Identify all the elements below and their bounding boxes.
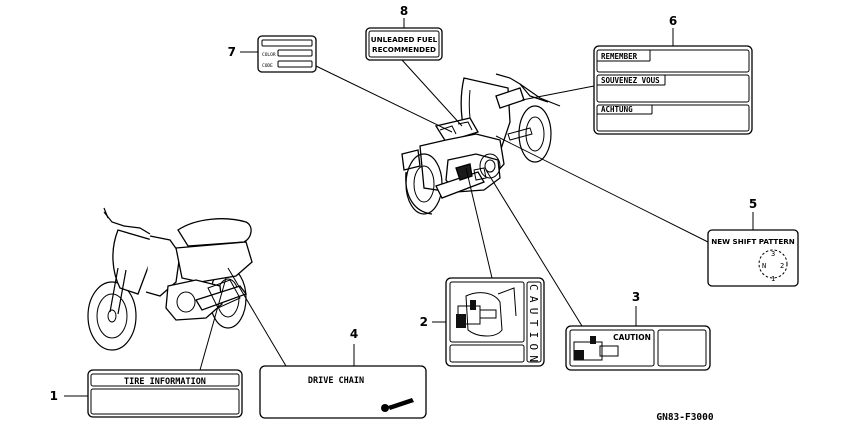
shift-pattern-icon: N 1 2 3 (758, 249, 788, 283)
achtung-text: ACHTUNG (601, 105, 633, 114)
fuel-valve-icon (456, 287, 517, 337)
unleaded-fuel-text: UNLEADED FUEL (371, 35, 438, 44)
new-shift-pattern-text: NEW SHIFT PATTERN (711, 237, 795, 246)
callout-number-6: 6 (669, 14, 677, 28)
fuel-valve-icon (573, 336, 619, 361)
label-tire-information[interactable]: TIRE INFORMATION (87, 369, 243, 418)
motorcycle-left-drawing (87, 207, 253, 351)
label-remember-multilingual[interactable]: REMEMBER SOUVENEZ VOUS ACHTUNG (593, 45, 753, 135)
leader-lines (199, 59, 709, 371)
label-caution-vertical[interactable]: CAUTION (445, 277, 545, 367)
recommended-text: RECOMMENDED (372, 45, 436, 54)
svg-text:2: 2 (780, 262, 784, 270)
code-text: CODE (262, 63, 273, 69)
motorcycle-center-drawing (401, 73, 561, 215)
label-caution-horizontal[interactable]: CAUTION (565, 325, 711, 371)
callout-number-3: 3 (632, 290, 640, 304)
callout-number-7: 7 (228, 45, 236, 59)
caution-horizontal-text: CAUTION (613, 333, 651, 342)
souvenez-vous-text: SOUVENEZ VOUS (601, 76, 660, 85)
callout-number-8: 8 (400, 4, 408, 18)
label-unleaded-fuel[interactable]: UNLEADED FUEL RECOMMENDED (365, 27, 443, 61)
svg-text:3: 3 (771, 250, 775, 258)
diagram-code: GN83-F3000 (656, 412, 713, 423)
svg-text:N: N (762, 262, 766, 270)
tire-information-text: TIRE INFORMATION (124, 377, 206, 387)
callout-number-1: 1 (50, 389, 58, 403)
label-drive-chain[interactable]: DRIVE CHAIN (259, 365, 427, 419)
drive-chain-text: DRIVE CHAIN (308, 376, 364, 386)
remember-text: REMEMBER (601, 52, 638, 61)
label-color-code[interactable]: COLOR CODE (257, 35, 317, 73)
color-text: COLOR (262, 52, 276, 58)
callout-number-5: 5 (749, 197, 757, 211)
svg-text:1: 1 (771, 275, 775, 283)
callout-number-4: 4 (350, 327, 358, 341)
label-new-shift-pattern[interactable]: NEW SHIFT PATTERN N 1 2 3 (707, 229, 799, 287)
callout-number-2: 2 (420, 315, 428, 329)
chain-adjuster-icon (381, 398, 414, 412)
